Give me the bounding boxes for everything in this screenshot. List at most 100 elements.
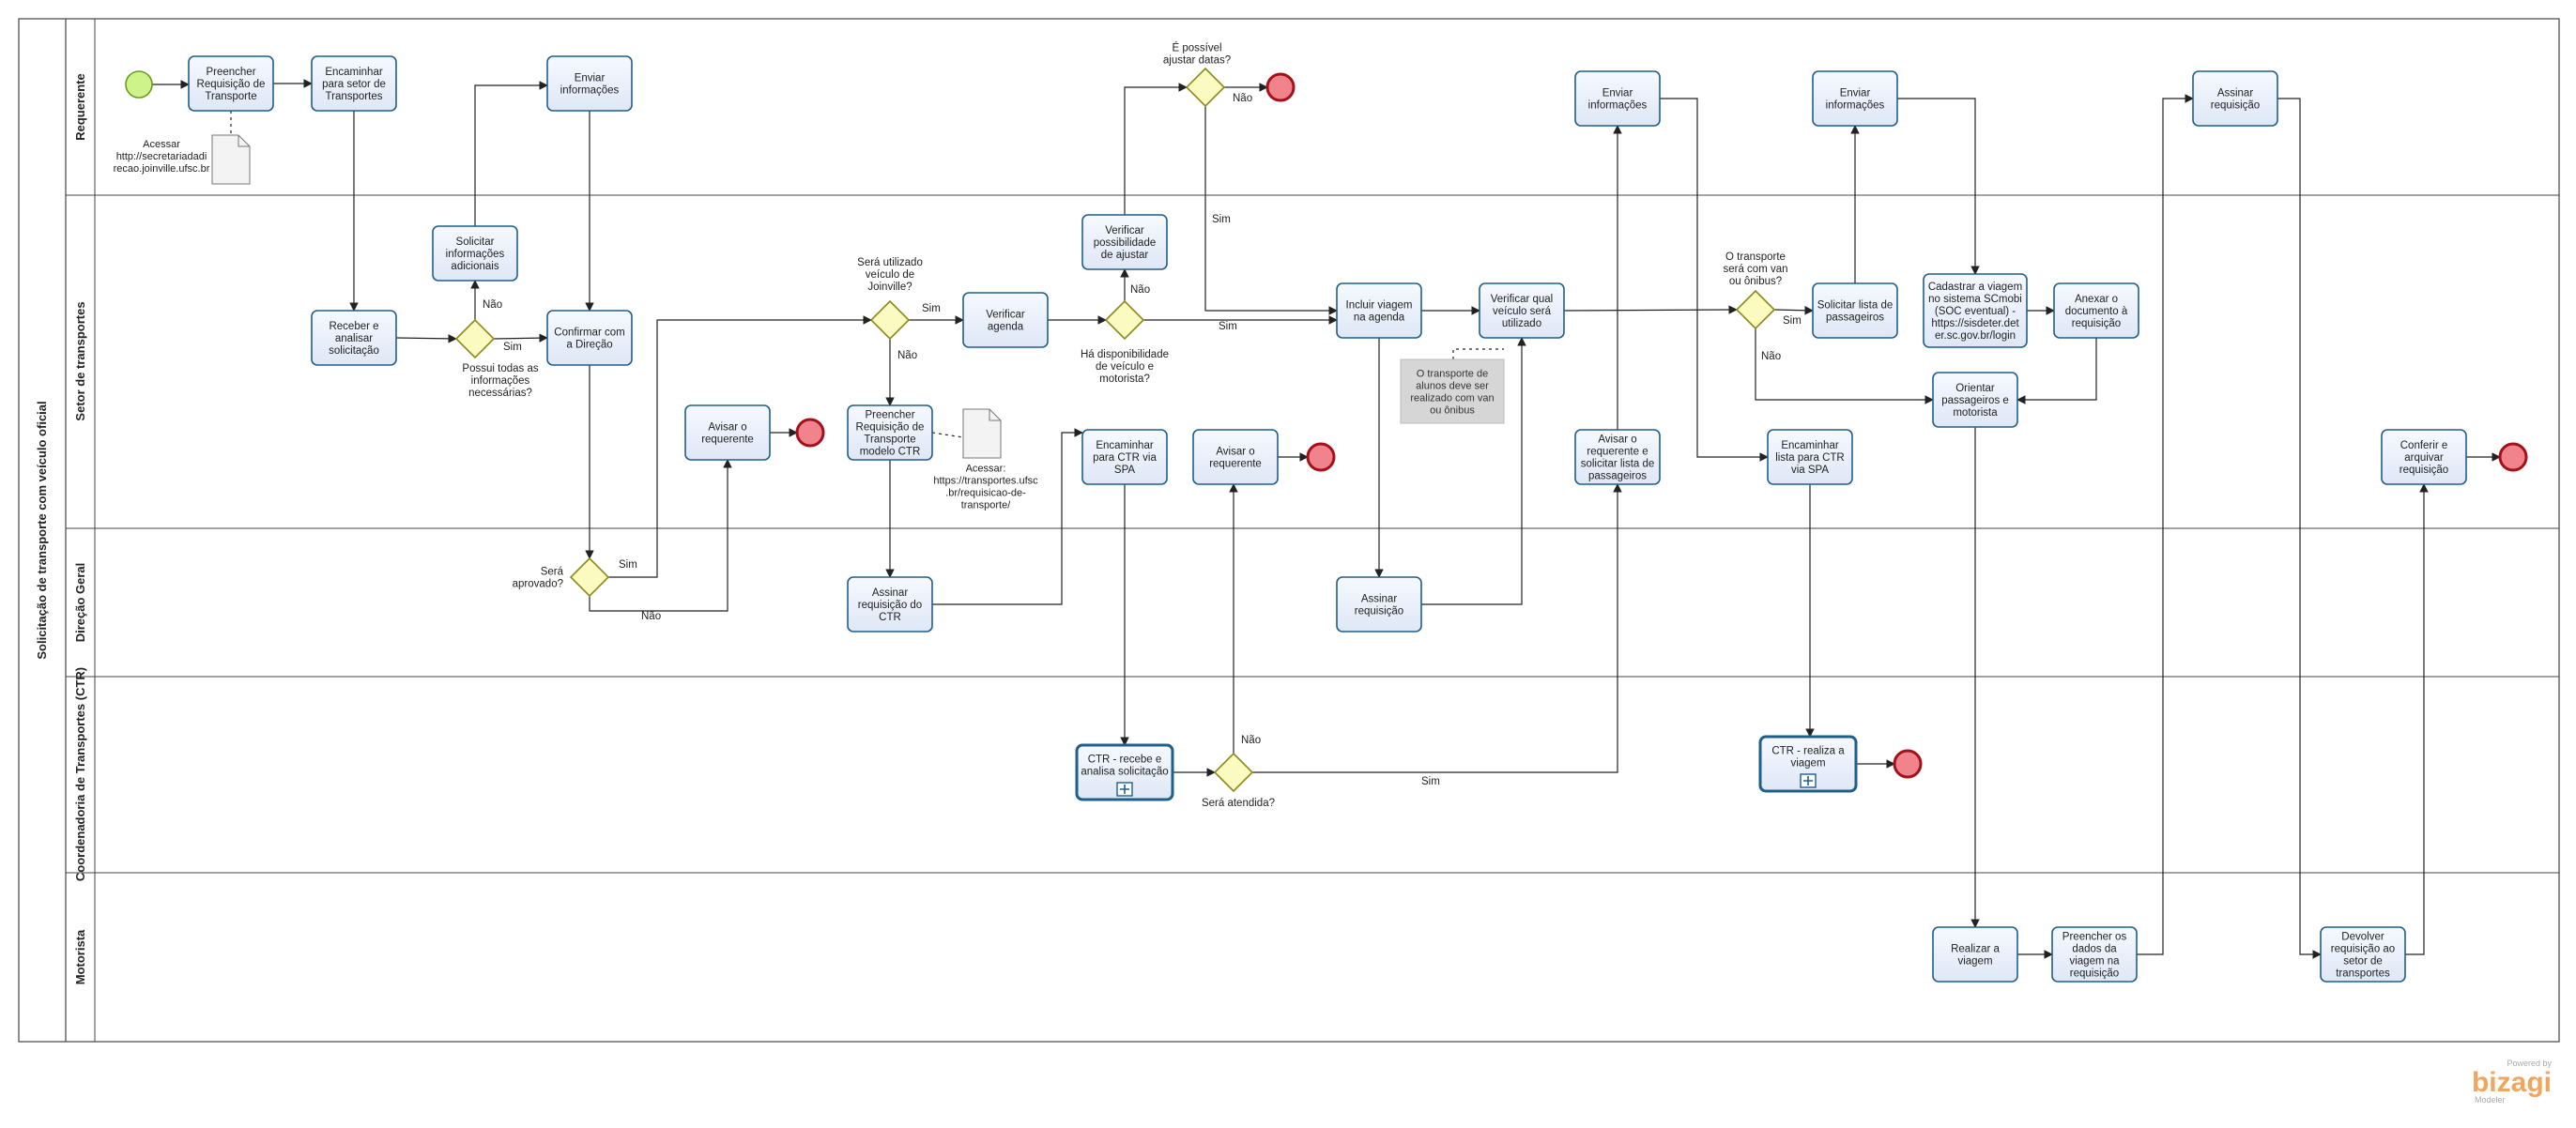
- task-label: https://sisdeter.det: [1931, 318, 2019, 329]
- task-label: adicionais: [451, 261, 498, 272]
- end-event: [1306, 442, 1336, 472]
- gateway-label: É possível: [1172, 42, 1221, 54]
- task-label: passageiros e: [1941, 395, 2009, 406]
- flow-label: Não: [1130, 284, 1150, 296]
- task-label: a Direção: [566, 340, 612, 351]
- gateway-label: ajustar datas?: [1163, 55, 1231, 67]
- flow-label: Sim: [1421, 776, 1440, 787]
- task-label: requisição: [2400, 465, 2448, 476]
- task-label: CTR: [879, 612, 901, 623]
- task-label: Encaminhar: [1781, 440, 1839, 451]
- task-label: Enviar: [1602, 88, 1633, 99]
- task-label: informações: [560, 85, 620, 97]
- brand-product: Modeler: [2475, 1095, 2506, 1105]
- sequence-flow: [1563, 305, 1738, 314]
- task-label: informações: [1588, 100, 1648, 112]
- gateway-label: Será: [541, 567, 564, 578]
- task-label: Realizar a: [1951, 944, 2000, 955]
- task-label: Enviar: [1840, 88, 1871, 99]
- pool: Solicitação de transporte com veículo of…: [18, 18, 2560, 1043]
- sequence-flow: [2137, 94, 2194, 955]
- task-label: Conferir e: [2400, 440, 2448, 451]
- task-label: requisição: [2072, 318, 2121, 329]
- task-label: (SOC eventual) -: [1935, 306, 2016, 317]
- task-label: requerente: [1209, 459, 1262, 470]
- sequence-flow: [395, 334, 457, 343]
- task-label: requerente e: [1587, 447, 1648, 458]
- task-label: requisição: [1355, 606, 1403, 617]
- gateway-label: Será atendida?: [1202, 798, 1275, 809]
- task-label: viagem na: [2069, 956, 2120, 968]
- task-label: Cadastrar a viagem: [1928, 282, 2022, 293]
- task-label: Requisição de: [197, 79, 266, 90]
- task-label: lista para CTR: [1775, 452, 1845, 464]
- task-label: requisição: [2211, 100, 2260, 112]
- sequence-flow: [932, 428, 1083, 605]
- document-label: https://transportes.ufsc: [933, 476, 1038, 487]
- flow-label: Sim: [619, 559, 637, 571]
- task-label: transportes: [2336, 968, 2390, 980]
- task-label: CTR - realiza a: [1771, 746, 1845, 757]
- task-label: modelo CTR: [860, 447, 921, 458]
- document-label: recao.joinville.ufsc.br: [114, 163, 210, 175]
- task-label: passageiros: [1588, 471, 1647, 482]
- end-event: [2498, 442, 2528, 472]
- association: [1452, 348, 1504, 359]
- task-label: requisição ao: [2331, 944, 2395, 955]
- gateway-label: Possui todas as: [462, 363, 538, 374]
- gateway-atendida[interactable]: Será atendida?: [1202, 752, 1275, 809]
- document-req: Acessarhttp://secretariadadirecao.joinvi…: [114, 134, 251, 185]
- task-label: Assinar: [1361, 594, 1398, 605]
- task-label: analisa solicitação: [1081, 767, 1168, 778]
- gateway-label: necessárias?: [468, 388, 532, 399]
- brand-powered: Powered by: [2507, 1059, 2552, 1068]
- task-label: Verificar qual: [1491, 294, 1553, 305]
- task-label: motorista: [1953, 407, 1998, 419]
- document-label: Acessar: [143, 139, 180, 150]
- document-label: http://secretariadadi: [116, 151, 207, 162]
- task-label: SPA: [1114, 465, 1135, 476]
- task-label: Receber e: [329, 321, 378, 332]
- flow-label: Sim: [1783, 315, 1802, 327]
- task-label: Devolver: [2341, 932, 2384, 943]
- task-label: para setor de: [322, 79, 386, 90]
